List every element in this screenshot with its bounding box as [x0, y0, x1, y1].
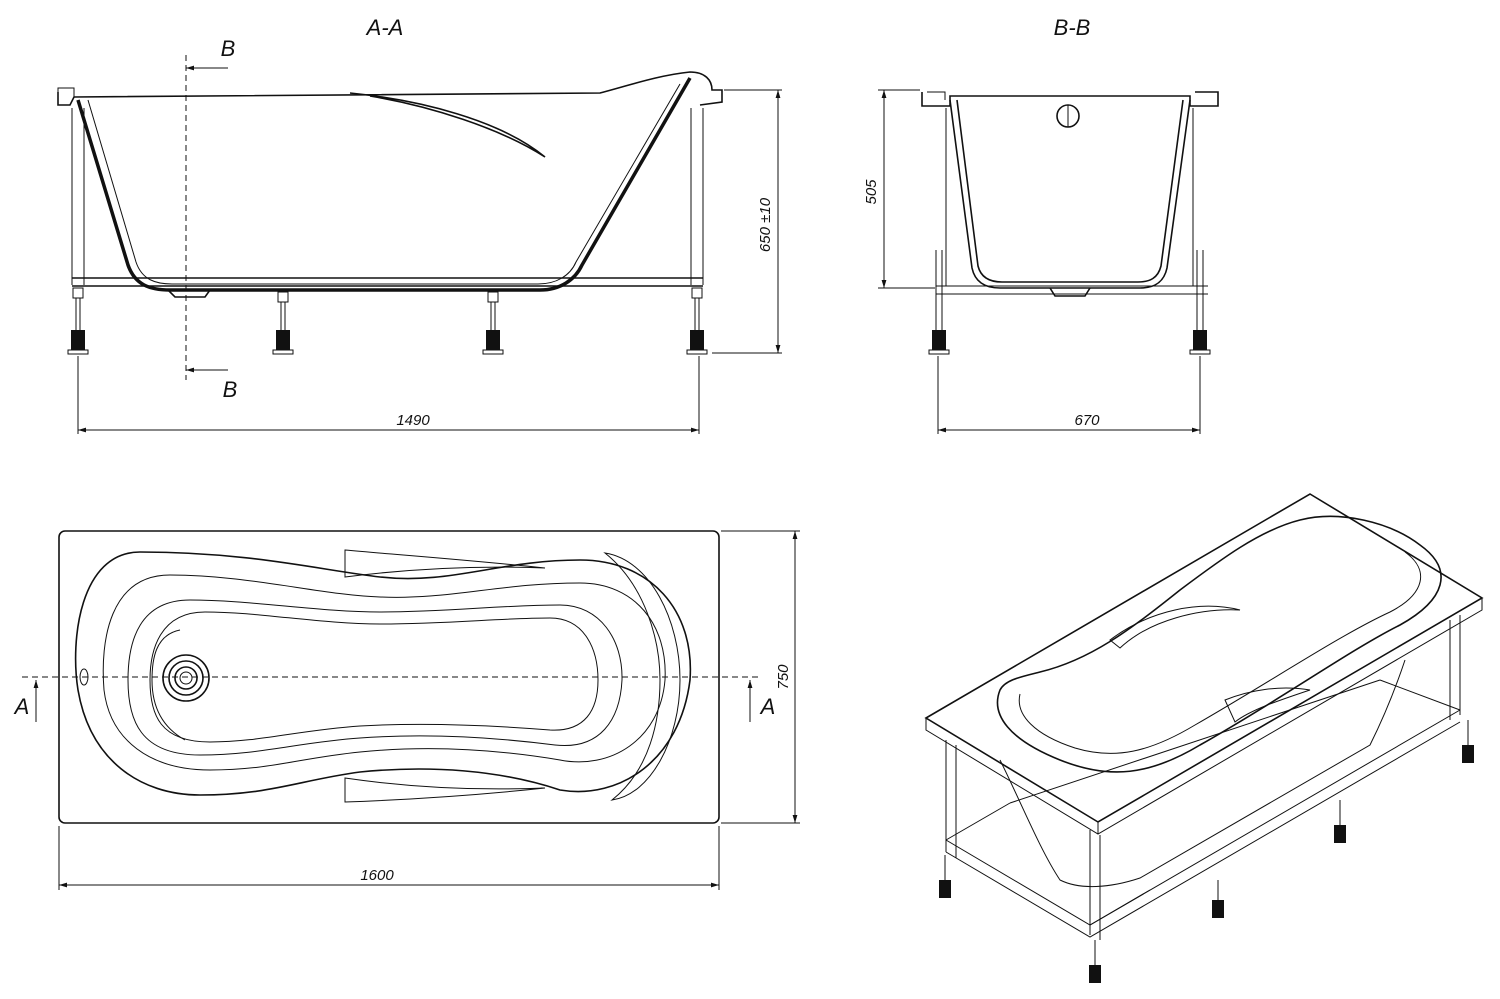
foot-bb-right — [1189, 250, 1211, 355]
cut-label-b-top: B — [221, 36, 236, 61]
section-aa-title: A-A — [365, 15, 404, 40]
section-bb-title: B-B — [1054, 15, 1091, 40]
foot-4 — [686, 287, 708, 355]
dim-aa-height: 650 ±10 — [757, 197, 774, 252]
foot-2 — [272, 291, 294, 355]
dim-bb-height: 505 — [863, 179, 880, 205]
iso-foot-4 — [1334, 800, 1346, 843]
dim-plan-length: 1600 — [360, 867, 394, 884]
cut-label-b-bottom: B — [223, 377, 238, 402]
cut-label-a-right: A — [759, 694, 776, 719]
dim-bb-width: 670 — [1074, 412, 1100, 429]
iso-foot-2 — [1089, 940, 1101, 983]
isometric-view — [924, 493, 1484, 983]
plan-view: A A 1600 750 — [13, 530, 800, 890]
foot-bb-left — [928, 250, 950, 355]
section-aa-view: A-A — [57, 15, 782, 434]
foot-3 — [482, 291, 504, 355]
section-bb-view: B-B 670 505 — [863, 15, 1219, 434]
dim-plan-width: 750 — [775, 664, 792, 690]
foot-1 — [67, 287, 89, 355]
drain-icon — [162, 654, 210, 702]
iso-foot-5 — [1212, 880, 1224, 918]
iso-foot-1 — [939, 855, 951, 898]
cut-label-a-left: A — [13, 694, 30, 719]
iso-foot-3 — [1462, 720, 1474, 763]
dim-aa-length: 1490 — [396, 412, 430, 429]
